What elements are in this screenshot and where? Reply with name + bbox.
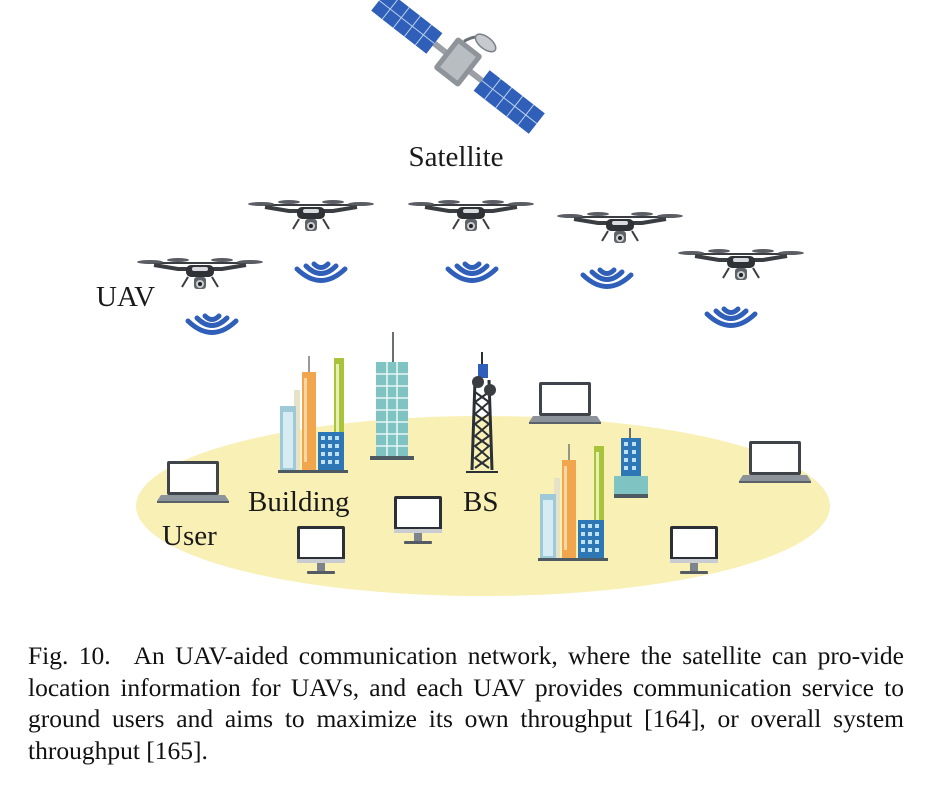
- building-icon: [277, 355, 349, 474]
- signal-wave-icon: [188, 316, 236, 333]
- uav-label: UAV: [96, 281, 155, 313]
- user-label: User: [162, 520, 217, 552]
- figure-caption: Fig. 10. An UAV-aided communication netw…: [28, 640, 904, 766]
- drone-icon: [555, 210, 685, 245]
- laptop-icon: [529, 382, 601, 424]
- laptop-icon: [157, 461, 229, 503]
- signal-wave-icon: [448, 264, 496, 281]
- signal-wave-icon: [707, 309, 755, 326]
- laptop-icon: [739, 441, 811, 483]
- drone-icon: [406, 198, 536, 233]
- drone-icon: [246, 198, 376, 233]
- bs-label: BS: [463, 486, 498, 518]
- building-label: Building: [248, 486, 350, 518]
- drone-icon: [135, 256, 265, 291]
- caption-text: An UAV-aided communication network, wher…: [28, 641, 904, 765]
- base-station-tower-icon: [466, 352, 498, 473]
- drone-icon: [676, 247, 806, 282]
- building-icon: [370, 332, 414, 460]
- signal-wave-icon: [583, 270, 631, 287]
- satellite-label: Satellite: [408, 141, 503, 173]
- signal-wave-icon: [297, 264, 345, 281]
- building-icon: [614, 428, 648, 498]
- satellite-icon: [371, 0, 545, 134]
- caption-number: Fig. 10.: [28, 641, 111, 670]
- figure-illustration: Satellite UAV: [96, 0, 830, 596]
